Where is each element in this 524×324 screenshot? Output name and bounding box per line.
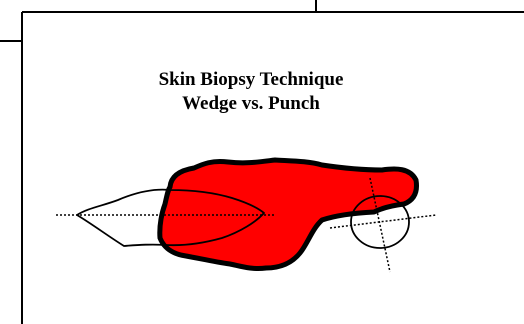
diagram-title: Skin Biopsy Technique Wedge vs. Punch bbox=[121, 68, 381, 116]
title-line-1: Skin Biopsy Technique bbox=[121, 68, 381, 92]
title-line-2: Wedge vs. Punch bbox=[121, 92, 381, 116]
